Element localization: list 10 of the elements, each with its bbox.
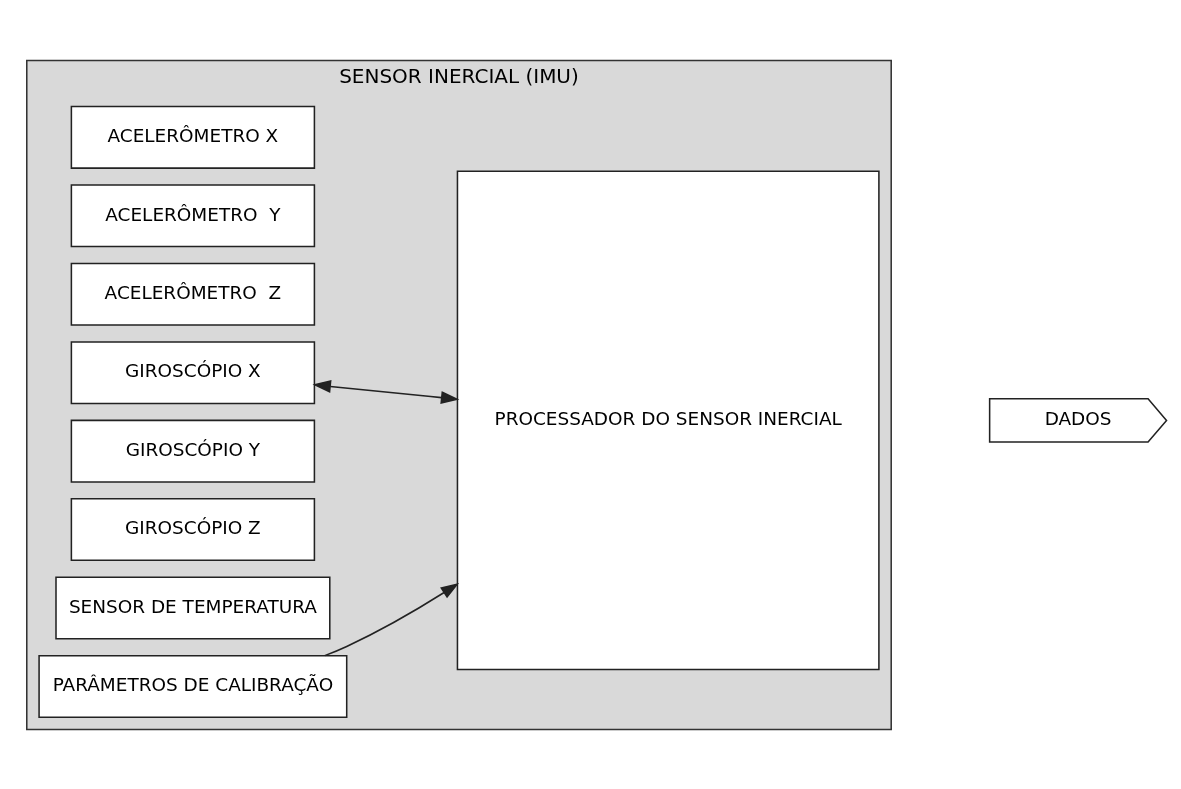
- node-box: GIROSCÓPIO X: [70, 340, 316, 404]
- node-box: ACELERÔMETRO X: [70, 105, 316, 169]
- node-box: PARÂMETROS DE CALIBRAÇÃO: [38, 654, 348, 718]
- node-box: ACELERÔMETRO Z: [70, 262, 316, 326]
- node-box: PROCESSADOR DO SENSOR INERCIAL: [456, 169, 880, 670]
- arrow: [312, 379, 460, 404]
- node-box: GIROSCÓPIO Z: [70, 497, 316, 561]
- node-box: ACELERÔMETRO Y: [70, 183, 316, 247]
- node-box: SENSOR DE TEMPERATURA: [55, 576, 331, 640]
- node-box: GIROSCÓPIO Y: [70, 419, 316, 483]
